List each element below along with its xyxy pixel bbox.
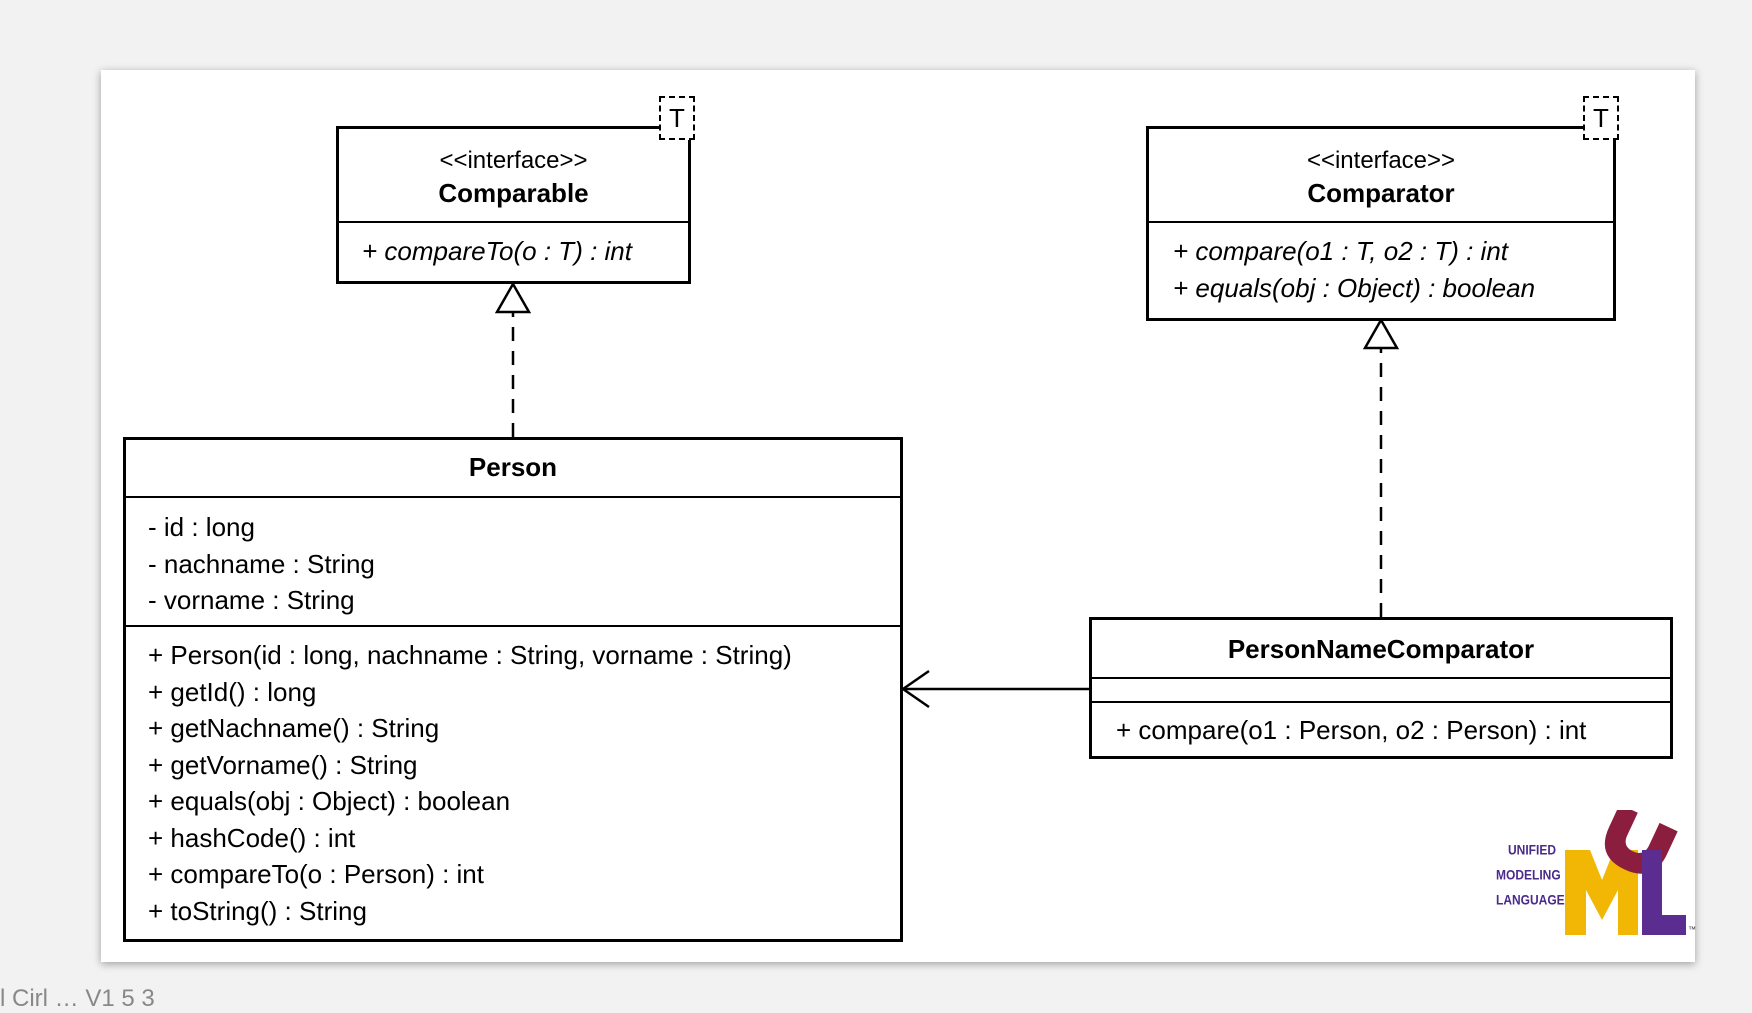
class-person-name-comparator[interactable]: PersonNameComparator + compare(o1 : Pers… (1089, 617, 1673, 759)
attribute: - id : long (148, 512, 255, 542)
type-parameter-box: T (1583, 96, 1619, 140)
class-comparable[interactable]: <<interface>> Comparable + compareTo(o :… (336, 126, 691, 284)
operation: + equals(obj : Object) : boolean (1173, 272, 1536, 303)
class-name: Person (468, 452, 558, 482)
uml-logo-icon: ™ (1565, 810, 1696, 935)
operation: + compare(o1 : Person, o2 : Person) : in… (1116, 715, 1587, 745)
uml-logo-text-unified: UNIFIED (1508, 841, 1556, 859)
operation: + compareTo(o : Person) : int (148, 859, 484, 889)
class-name: Comparator (1307, 178, 1455, 208)
uml-logo-text-language: LANGUAGE (1496, 891, 1565, 909)
class-person[interactable]: Person - id : long - nachname : String -… (123, 437, 903, 942)
association-arrowhead (900, 669, 930, 709)
realization-arrowhead-comparable (494, 281, 532, 314)
class-name: Comparable (438, 178, 589, 208)
uml-logo-l (1642, 850, 1686, 935)
operation: + compareTo(o : T) : int (362, 236, 632, 266)
operation: + equals(obj : Object) : boolean (148, 786, 511, 816)
attribute: - vorname : String (148, 585, 355, 615)
operation: + hashCode() : int (148, 822, 356, 853)
footer-version-text: l Cirl … V1 5 3 (0, 985, 155, 1012)
realization-arrowhead-comparator (1362, 317, 1400, 350)
uml-logo-tm: ™ (1688, 925, 1696, 934)
type-parameter-box: T (659, 96, 695, 140)
stereotype-label: <<interface>> (439, 147, 588, 174)
operation: + toString() : String (148, 895, 367, 926)
operation: + Person(id : long, nachname : String, v… (148, 640, 792, 670)
class-comparator[interactable]: <<interface>> Comparator + compare(o1 : … (1146, 126, 1616, 321)
operation: + compare(o1 : T, o2 : T) : int (1173, 236, 1509, 266)
class-name: PersonNameComparator (1227, 634, 1535, 664)
operation: + getId() : long (148, 676, 317, 707)
operation: + getNachname() : String (148, 713, 440, 743)
uml-logo-m (1565, 850, 1638, 935)
stereotype-label: <<interface>> (1306, 147, 1456, 174)
operation: + getVorname() : String (148, 749, 418, 780)
empty-attributes-section (1092, 677, 1670, 701)
attribute: - nachname : String (148, 548, 375, 579)
uml-logo-text-modeling: MODELING (1496, 866, 1561, 884)
